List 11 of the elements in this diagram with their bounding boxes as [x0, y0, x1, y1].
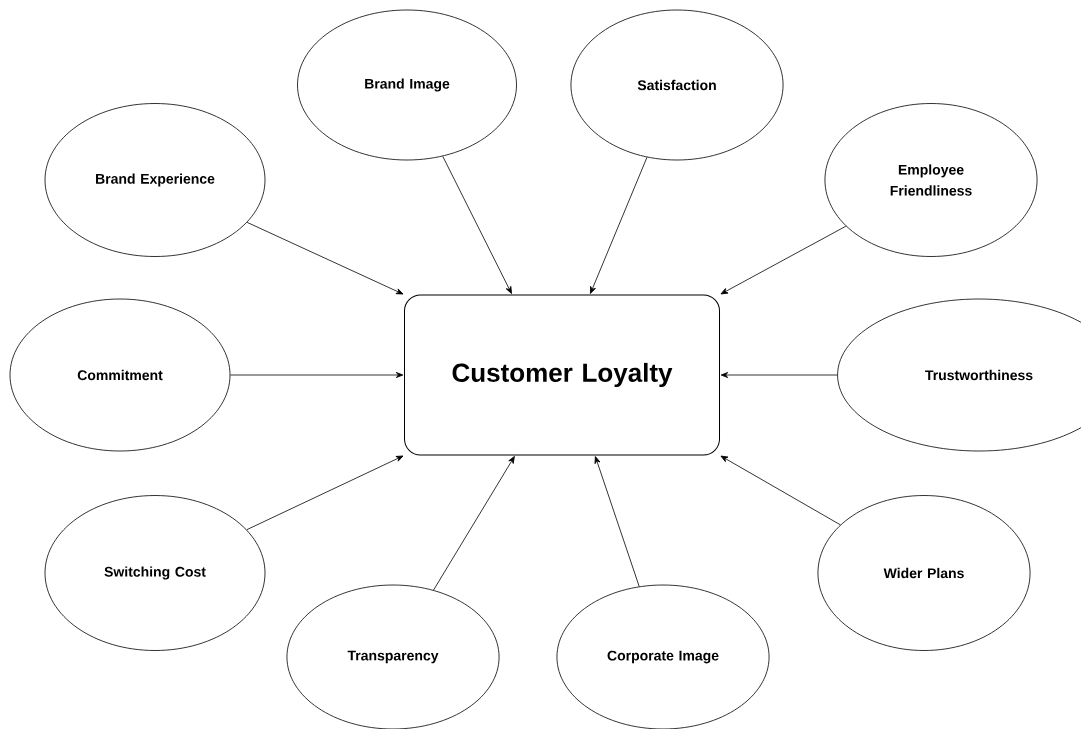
arrow [442, 155, 512, 294]
arrow [230, 372, 404, 378]
arrow [720, 455, 841, 526]
central-box: Customer Loyalty [404, 294, 720, 456]
arrow [720, 372, 838, 378]
arrow [246, 221, 404, 295]
arrow [246, 455, 404, 531]
arrow [720, 225, 847, 295]
arrow [594, 456, 640, 587]
arrow [590, 156, 648, 294]
arrow [433, 456, 515, 591]
